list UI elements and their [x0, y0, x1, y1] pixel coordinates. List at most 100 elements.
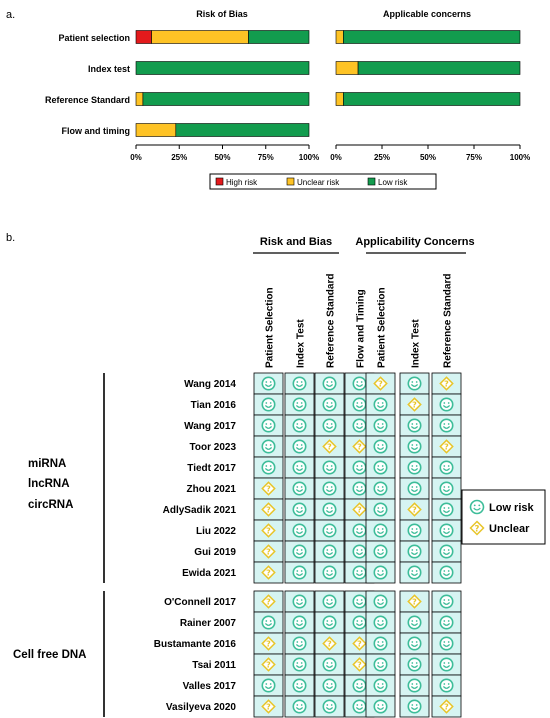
x-tick-label: 75%	[466, 153, 482, 162]
svg-text:?: ?	[412, 401, 417, 410]
unclear-icon: ?	[322, 439, 337, 454]
x-tick-label: 25%	[171, 153, 187, 162]
study-label: Tsai 2011	[192, 660, 236, 671]
column-header: Index Test	[296, 319, 307, 368]
low-risk-icon	[292, 397, 307, 412]
low-risk-icon	[439, 544, 454, 559]
low-risk-icon	[373, 397, 388, 412]
low-risk-icon	[373, 699, 388, 714]
svg-text:?: ?	[266, 485, 271, 494]
low-risk-icon	[352, 460, 367, 475]
bar-segment	[135, 30, 152, 44]
low-risk-icon	[292, 565, 307, 580]
low-risk-icon	[439, 636, 454, 651]
unclear-icon: ?	[439, 439, 454, 454]
legend-unclear-icon: ?	[469, 520, 485, 536]
svg-text:?: ?	[266, 527, 271, 536]
svg-text:?: ?	[357, 661, 362, 670]
study-label: Wang 2014	[184, 379, 236, 390]
rob-chart-title: Risk of Bias	[196, 9, 248, 19]
low-risk-icon	[292, 636, 307, 651]
bar-segment	[151, 30, 249, 44]
column-header: Patient Selection	[377, 287, 388, 368]
low-risk-icon	[439, 594, 454, 609]
unclear-icon: ?	[407, 594, 422, 609]
low-risk-icon	[322, 678, 337, 693]
unclear-icon: ?	[407, 397, 422, 412]
low-risk-icon	[322, 376, 337, 391]
low-risk-icon	[352, 544, 367, 559]
legend-low-risk-icon	[469, 499, 485, 515]
panel-b-table: Patient Selection Index Test Reference Sta…	[13, 274, 462, 718]
x-tick-label: 100%	[510, 153, 530, 162]
low-risk-icon	[439, 418, 454, 433]
low-risk-icon	[261, 397, 276, 412]
unclear-icon: ?	[373, 376, 388, 391]
low-risk-icon	[407, 699, 422, 714]
bar-segment	[142, 92, 310, 106]
bar-segment	[357, 61, 521, 75]
low-risk-icon	[292, 544, 307, 559]
unclear-icon: ?	[439, 376, 454, 391]
x-tick-label: 0%	[330, 153, 342, 162]
low-risk-icon	[261, 376, 276, 391]
low-risk-icon	[292, 439, 307, 454]
x-tick-label: 0%	[130, 153, 142, 162]
bar-segment	[175, 123, 310, 137]
low-risk-icon	[373, 481, 388, 496]
low-risk-icon	[407, 636, 422, 651]
low-risk-icon	[407, 565, 422, 580]
bar-segment	[343, 30, 521, 44]
svg-text:?: ?	[266, 598, 271, 607]
bar-segment	[135, 123, 177, 137]
low-risk-icon	[322, 544, 337, 559]
svg-text:?: ?	[412, 598, 417, 607]
bar-segment	[335, 30, 344, 44]
study-label: Zhou 2021	[187, 484, 237, 495]
low-risk-icon	[373, 418, 388, 433]
low-risk-icon	[292, 481, 307, 496]
study-label: O'Connell 2017	[164, 597, 236, 608]
low-risk-icon	[407, 376, 422, 391]
unclear-icon: ?	[261, 657, 276, 672]
low-risk-icon	[469, 499, 485, 515]
svg-text:?: ?	[266, 548, 271, 557]
study-label: Rainer 2007	[180, 618, 237, 629]
legend-unclear-label: Unclear risk	[297, 178, 340, 187]
category-label: Patient selection	[58, 33, 130, 43]
x-tick-label: 100%	[299, 153, 319, 162]
group-label: lncRNA	[28, 478, 70, 490]
app-group-title: Applicability Concerns	[355, 236, 474, 248]
unclear-icon: ?	[261, 699, 276, 714]
low-risk-icon	[373, 502, 388, 517]
low-risk-icon	[352, 678, 367, 693]
low-risk-icon	[352, 481, 367, 496]
low-risk-icon	[322, 397, 337, 412]
low-risk-icon	[292, 502, 307, 517]
low-risk-icon	[407, 678, 422, 693]
study-label: Ewida 2021	[182, 568, 236, 579]
study-label: Toor 2023	[190, 442, 237, 453]
low-risk-icon	[439, 657, 454, 672]
low-risk-icon	[322, 502, 337, 517]
low-risk-icon	[407, 418, 422, 433]
group-label: miRNA	[28, 458, 66, 470]
column-header: Reference Standard	[326, 274, 337, 368]
study-label: Bustamante 2016	[154, 639, 237, 650]
svg-text:?: ?	[412, 506, 417, 515]
low-risk-icon	[373, 678, 388, 693]
low-risk-icon	[373, 657, 388, 672]
svg-text:?: ?	[444, 703, 449, 712]
low-risk-icon	[352, 397, 367, 412]
low-risk-icon	[261, 615, 276, 630]
svg-text:?: ?	[378, 380, 383, 389]
low-risk-icon	[352, 594, 367, 609]
unclear-icon: ?	[352, 439, 367, 454]
low-risk-icon	[352, 699, 367, 714]
low-risk-icon	[439, 615, 454, 630]
low-risk-icon	[322, 565, 337, 580]
low-risk-icon	[322, 615, 337, 630]
low-risk-icon	[407, 615, 422, 630]
low-risk-icon	[322, 460, 337, 475]
